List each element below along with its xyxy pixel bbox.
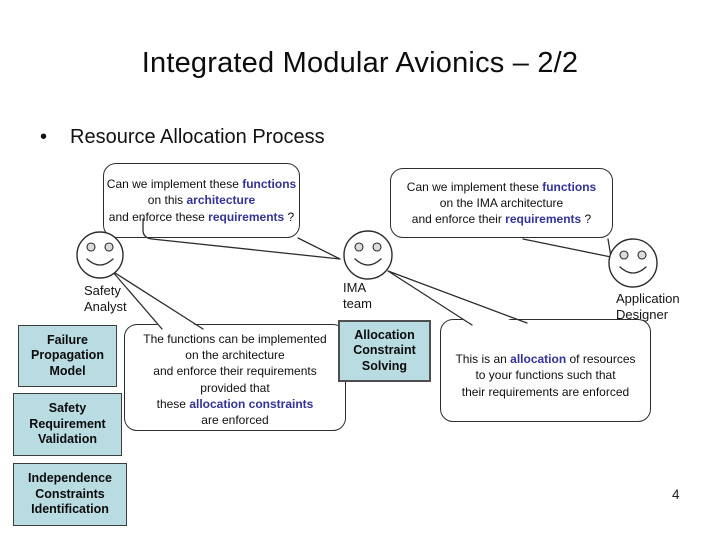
tail-question-right [522, 238, 612, 258]
page-title: Integrated Modular Avionics – 2/2 [141, 47, 579, 79]
bullet-text: Resource Allocation Process [70, 126, 325, 148]
tail-answer-right [387, 270, 528, 326]
page-number: 4 [672, 487, 680, 502]
bullet-item: • Resource Allocation Process [40, 126, 325, 149]
smiley-safety-analyst-icon [76, 231, 124, 279]
bullet-dot: • [40, 126, 48, 148]
smiley-application-designer-icon [608, 238, 658, 288]
smiley-ima-team-icon [343, 230, 393, 280]
